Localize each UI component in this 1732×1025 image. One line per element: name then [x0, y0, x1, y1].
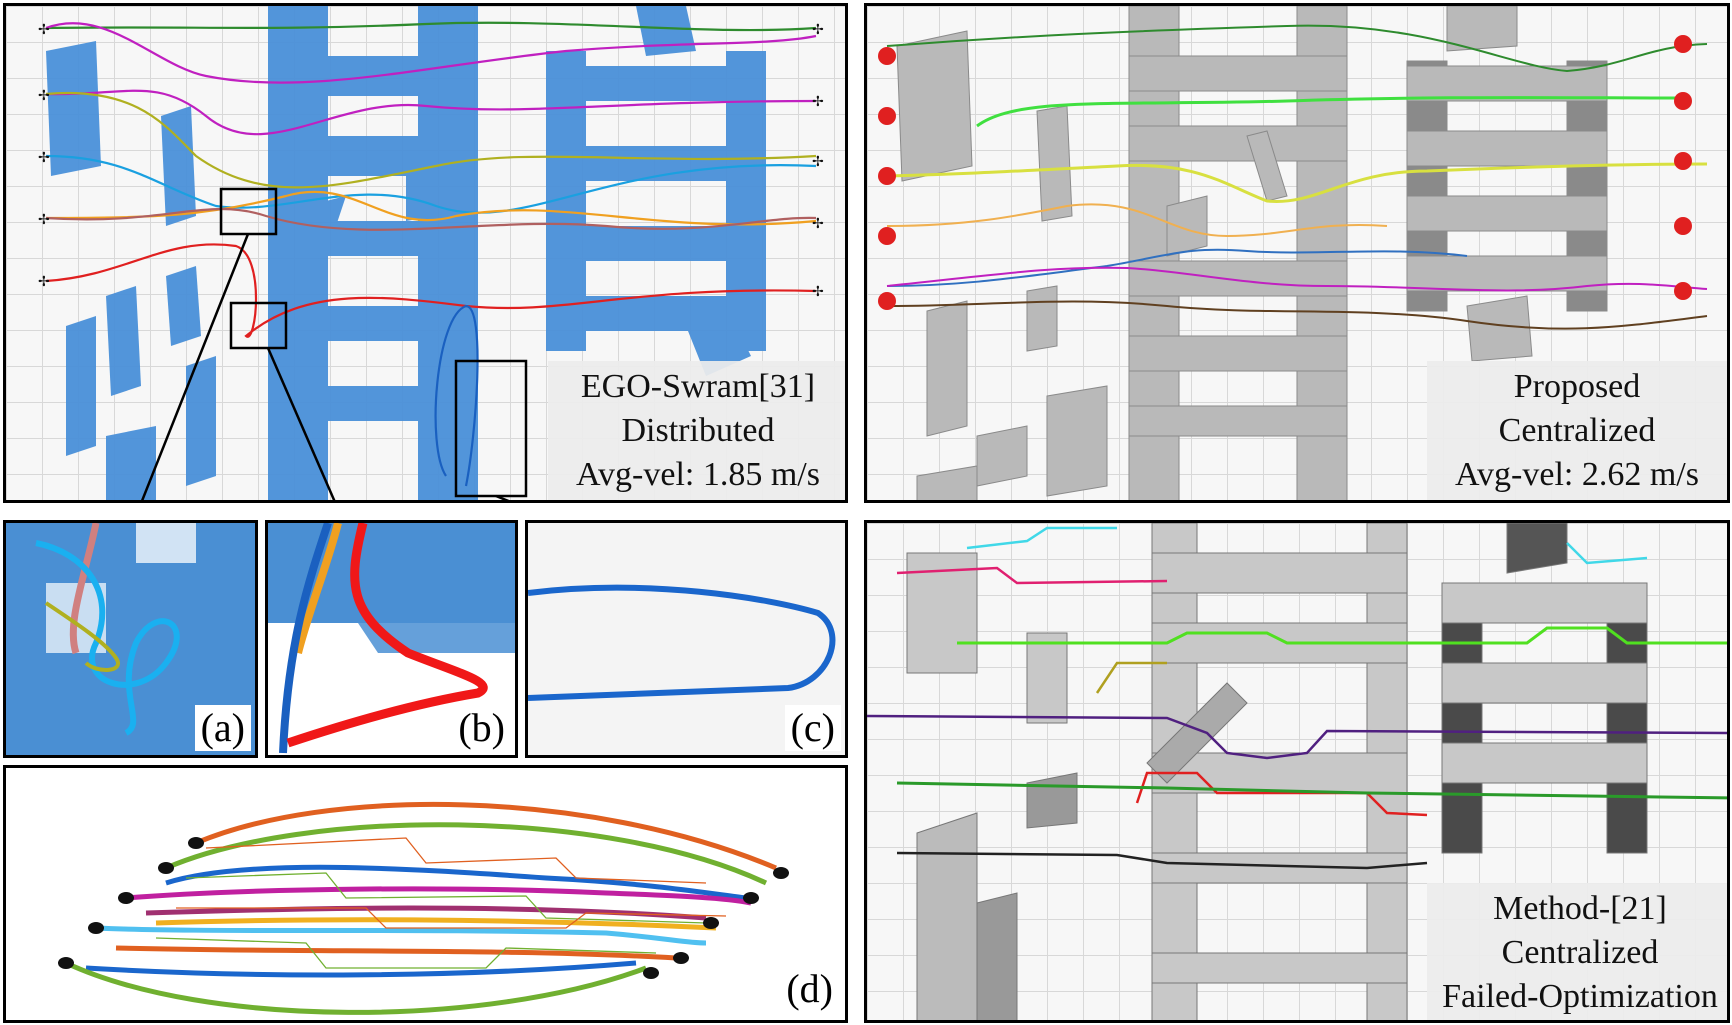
method21-method-name: Method-[21] [1493, 890, 1667, 927]
svg-text:✢: ✢ [38, 151, 50, 166]
subfig-c-scene [528, 584, 836, 701]
svg-text:✢: ✢ [812, 217, 824, 232]
subfig-d-thick-trajectories [64, 801, 777, 1015]
subfig-d-panel: (d) [3, 765, 848, 1023]
ego-drone-markers: ✢ ✢ ✢ ✢ ✢ ✢ ✢ ✢ ✢ ✢ [38, 23, 824, 300]
ego-avg-vel: Avg-vel: 1.85 m/s [576, 456, 820, 493]
subfig-d-thin-trajectories [155, 837, 727, 969]
method21-label: Method-[21] Centralized Failed-Optimizat… [1427, 883, 1727, 1020]
ego-swarm-panel: ✢ ✢ ✢ ✢ ✢ ✢ ✢ ✢ ✢ ✢ EGO-Swram[31] Distributed … [3, 3, 848, 503]
svg-text:✢: ✢ [812, 155, 824, 170]
svg-text:✢: ✢ [38, 275, 50, 290]
subfig-d-label: (d) [780, 966, 839, 1012]
proposed-panel: Proposed Centralized Avg-vel: 2.62 m/s [864, 3, 1730, 503]
method21-scene [867, 523, 1727, 1020]
ego-mode: Distributed [621, 412, 775, 449]
subfig-c-label: (c) [784, 705, 841, 751]
ego-label: EGO-Swram[31] Distributed Avg-vel: 1.85 … [548, 361, 845, 500]
proposed-trajectories [886, 24, 1708, 330]
method21-trajectories [867, 526, 1727, 870]
subfig-c-panel: (c) [525, 520, 848, 758]
proposed-method-name: Proposed [1513, 368, 1641, 405]
ego-swarm-scene: ✢ ✢ ✢ ✢ ✢ ✢ ✢ ✢ ✢ ✢ [38, 6, 824, 500]
proposed-mode: Centralized [1498, 412, 1656, 449]
subfig-b-label: (b) [452, 705, 511, 751]
svg-text:✢: ✢ [38, 23, 50, 38]
subfig-b-scene [268, 523, 515, 754]
subfig-a-panel: (a) [3, 520, 258, 758]
method21-mode: Centralized [1501, 934, 1659, 971]
svg-text:✢: ✢ [38, 89, 50, 104]
subfig-b-panel: (b) [265, 520, 518, 758]
proposed-scene [878, 6, 1708, 500]
ego-trajectories [45, 21, 817, 487]
svg-text:✢: ✢ [812, 95, 824, 110]
method21-panel: Method-[21] Centralized Failed-Optimizat… [864, 520, 1730, 1023]
proposed-drone-markers [878, 35, 1692, 310]
proposed-avg-vel: Avg-vel: 2.62 m/s [1455, 456, 1699, 493]
ego-method-name: EGO-Swram[31] [580, 368, 816, 405]
subfig-d-drone-markers [58, 837, 789, 979]
subfig-a-scene [35, 523, 196, 736]
subfig-a-label: (a) [194, 705, 251, 751]
method21-status: Failed-Optimization [1442, 978, 1718, 1015]
svg-text:✢: ✢ [38, 213, 50, 228]
ego-obstacles [46, 6, 766, 500]
svg-text:✢: ✢ [812, 23, 824, 38]
ego-zoom-boxes [141, 187, 528, 500]
proposed-label: Proposed Centralized Avg-vel: 2.62 m/s [1427, 361, 1727, 500]
subfig-d-scene [58, 801, 789, 1015]
svg-text:✢: ✢ [812, 285, 824, 300]
proposed-obstacles [896, 6, 1608, 500]
